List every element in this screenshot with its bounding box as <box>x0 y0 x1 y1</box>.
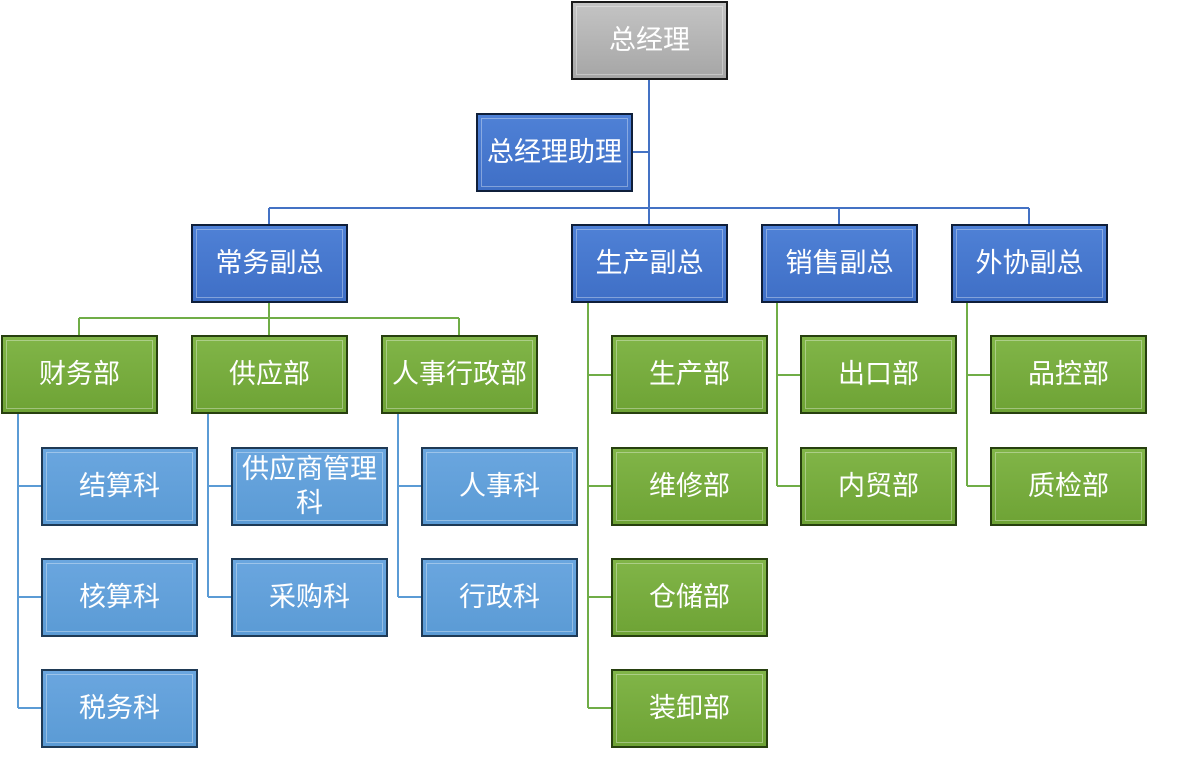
node-label: 出口部 <box>838 358 919 390</box>
node-sec-settlement[interactable]: 结算科 <box>41 447 198 526</box>
node-dept-quality-control[interactable]: 品控部 <box>990 335 1147 414</box>
connector-general-bus <box>78 302 460 335</box>
node-label: 维修部 <box>649 470 730 502</box>
node-label: 供应商管理科 <box>242 453 377 519</box>
node-label: 仓储部 <box>649 581 730 613</box>
node-sec-purchasing[interactable]: 采购科 <box>231 558 388 637</box>
node-dept-warehouse[interactable]: 仓储部 <box>611 558 768 637</box>
node-label: 财务部 <box>39 358 120 390</box>
connector-outsourcing-depts <box>966 302 990 487</box>
node-vp-general[interactable]: 常务副总 <box>191 224 348 303</box>
node-label: 品控部 <box>1028 358 1109 390</box>
node-label: 装卸部 <box>649 692 730 724</box>
node-label: 常务副总 <box>215 247 324 279</box>
connector-sales-depts <box>776 302 800 487</box>
node-vp-outsourcing[interactable]: 外协副总 <box>951 224 1108 303</box>
node-label: 供应部 <box>229 358 310 390</box>
node-sec-tax[interactable]: 税务科 <box>41 669 198 748</box>
node-label: 采购科 <box>269 581 350 613</box>
node-sec-supplier-mgmt[interactable]: 供应商管理科 <box>231 447 388 526</box>
node-dept-loading[interactable]: 装卸部 <box>611 669 768 748</box>
node-vp-production[interactable]: 生产副总 <box>571 224 728 303</box>
node-sec-administration[interactable]: 行政科 <box>421 558 578 637</box>
node-label: 外协副总 <box>975 247 1084 279</box>
node-label: 人事行政部 <box>392 358 527 390</box>
connector-finance-sections <box>17 414 41 709</box>
node-vp-sales[interactable]: 销售副总 <box>761 224 918 303</box>
node-label: 总经理助理 <box>487 136 622 168</box>
node-dept-domestic-trade[interactable]: 内贸部 <box>800 447 957 526</box>
node-label: 行政科 <box>459 581 540 613</box>
node-dept-hr-admin[interactable]: 人事行政部 <box>381 335 538 414</box>
node-dept-export[interactable]: 出口部 <box>800 335 957 414</box>
connector-production-depts <box>587 302 611 709</box>
node-label: 总经理 <box>609 24 690 56</box>
node-dept-finance[interactable]: 财务部 <box>1 335 158 414</box>
node-dept-maintenance[interactable]: 维修部 <box>611 447 768 526</box>
node-dept-quality-inspection[interactable]: 质检部 <box>990 447 1147 526</box>
node-dept-production[interactable]: 生产部 <box>611 335 768 414</box>
node-label: 质检部 <box>1028 470 1109 502</box>
node-label: 生产部 <box>649 358 730 390</box>
node-label: 内贸部 <box>838 470 919 502</box>
node-label: 生产副总 <box>595 247 704 279</box>
node-label: 人事科 <box>459 470 540 502</box>
node-general-manager[interactable]: 总经理 <box>571 1 728 80</box>
connector-vp-bus <box>268 207 1030 224</box>
node-label: 税务科 <box>79 692 160 724</box>
node-sec-personnel[interactable]: 人事科 <box>421 447 578 526</box>
node-sec-accounting[interactable]: 核算科 <box>41 558 198 637</box>
connector-hr-sections <box>397 414 421 598</box>
connector-supply-sections <box>207 414 231 598</box>
node-general-manager-assistant[interactable]: 总经理助理 <box>476 113 633 192</box>
node-label: 销售副总 <box>785 247 894 279</box>
node-label: 核算科 <box>79 581 160 613</box>
node-label: 结算科 <box>79 470 160 502</box>
node-dept-supply[interactable]: 供应部 <box>191 335 348 414</box>
